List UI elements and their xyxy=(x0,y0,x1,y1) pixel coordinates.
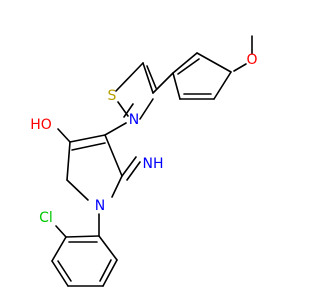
chlorine-label: Cl xyxy=(39,210,53,226)
ring-nitrogen-label: N xyxy=(95,198,105,214)
thiazole-ring xyxy=(115,62,174,120)
hydroxyl-label: HO xyxy=(30,117,52,133)
methoxyphenyl-ring xyxy=(172,52,232,100)
molecule-structure: O S N HO NH N Cl xyxy=(30,35,258,287)
methoxy-oxygen-label: O xyxy=(246,52,257,68)
imine-label: NH xyxy=(143,156,164,172)
chlorophenyl-ring xyxy=(51,225,118,287)
pyrroline-ring xyxy=(57,122,141,237)
thiazole-nitrogen-label: N xyxy=(129,112,139,128)
thiazole-sulfur-label: S xyxy=(108,88,117,104)
methoxy-bonds xyxy=(233,35,253,72)
molecule-canvas: O S N HO NH N Cl xyxy=(30,35,258,287)
